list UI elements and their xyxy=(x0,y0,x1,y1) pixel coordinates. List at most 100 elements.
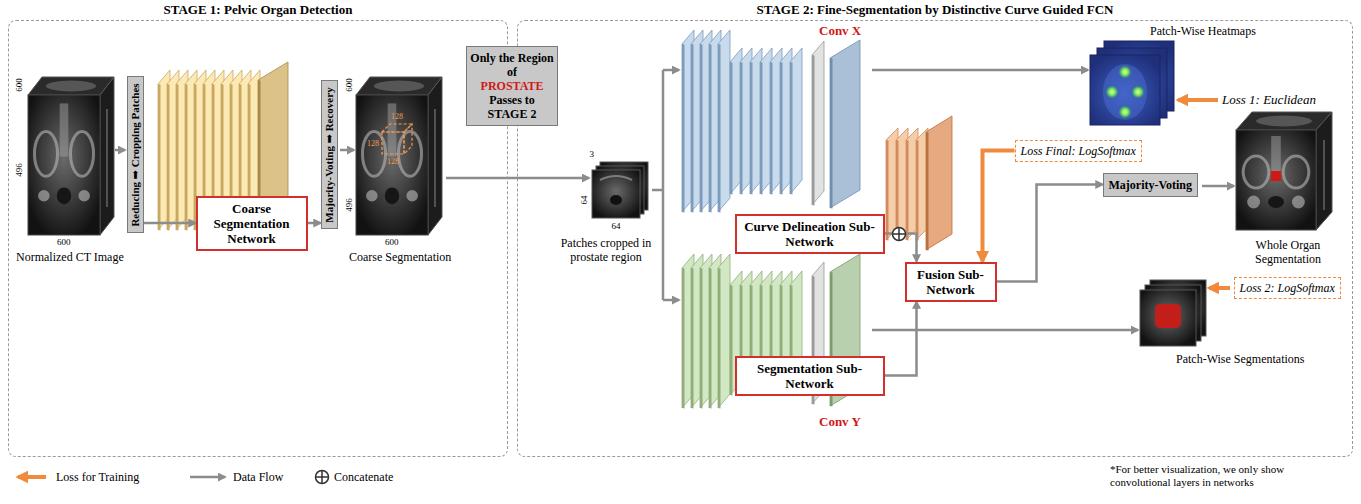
network-box: Segmentation Sub-Network xyxy=(735,356,885,396)
dimension-label: 600 xyxy=(385,237,399,247)
ct-side-face xyxy=(1316,112,1332,230)
seg-patch xyxy=(1140,290,1196,346)
network-box: Fusion Sub-Network xyxy=(905,262,997,302)
concat-circle xyxy=(893,228,906,241)
network-box: Coarse Segmentation Network xyxy=(196,196,308,251)
ct-top-face xyxy=(1236,112,1332,130)
box-label: Segmentation Sub-Network xyxy=(742,361,878,391)
loss-box: Loss 2: LogSoftmax xyxy=(1234,277,1341,299)
ct-top-face xyxy=(356,77,442,95)
split-line xyxy=(652,70,663,300)
conv-layer-edge xyxy=(718,44,721,213)
ct-front-face xyxy=(28,95,100,235)
dimension-label: 496 xyxy=(14,163,24,177)
ct-top-face xyxy=(28,77,114,95)
box-label: Coarse Segmentation Network xyxy=(203,201,301,246)
conv-layer-edge xyxy=(730,285,733,396)
conv-layer-edge xyxy=(682,44,685,213)
prostate-mask xyxy=(1271,171,1281,181)
conv-layer-edge xyxy=(812,55,815,206)
image-caption: Whole Organ Segmentation xyxy=(1238,238,1338,266)
conv-layer xyxy=(770,48,782,194)
conv-layer xyxy=(682,30,694,212)
conv-layer-edge xyxy=(682,268,685,409)
art-shape xyxy=(106,109,108,207)
conv-layer xyxy=(750,48,762,194)
image-caption: Patch-Wise Segmentations xyxy=(1176,352,1305,366)
note-box: Only the Region ofPROSTATEPasses to STAG… xyxy=(466,46,558,126)
conv-layer-edge xyxy=(780,62,783,195)
concat-cross xyxy=(316,471,329,484)
conv-layer-edge xyxy=(916,140,919,241)
layer-name: Conv Y xyxy=(819,414,861,429)
box-label: Majority-Voting xyxy=(1109,178,1193,192)
conv-layer xyxy=(896,128,908,240)
conv-layer-edge xyxy=(886,140,889,241)
ct-patch xyxy=(592,170,640,218)
process-box: Majority-Voting ➡ Recovery xyxy=(321,80,338,229)
loss-box: Loss Final: LogSoftmax xyxy=(1015,140,1142,162)
stage-title: STAGE 2: Fine-Segmentation by Distinctiv… xyxy=(478,2,1361,17)
art-shape xyxy=(1243,156,1269,188)
legend-text: Data Flow xyxy=(233,470,283,484)
box-label: Passes to STAGE 2 xyxy=(470,93,554,121)
conv-layer-edge xyxy=(700,268,703,409)
conv-layer-edge xyxy=(718,268,721,409)
legend-flow-sample xyxy=(190,476,225,479)
dimension-label: 3 xyxy=(590,149,595,159)
loss-label: Loss 1: Euclidean xyxy=(1222,92,1316,107)
legend-text: Concatenate xyxy=(334,470,393,484)
conv-layer-edge xyxy=(185,84,188,231)
highlight-word: PROSTATE xyxy=(470,79,554,93)
conv-layer-edge xyxy=(760,62,763,195)
heatmap-peak xyxy=(1117,64,1133,80)
roi-size-label: 128 xyxy=(367,139,379,148)
conv-layer-edge xyxy=(709,44,712,213)
art-shape xyxy=(385,187,399,204)
art-shape xyxy=(600,176,632,180)
conv-layer-edge xyxy=(167,84,170,231)
conv-layer-edge xyxy=(790,62,793,195)
data-flow-arrows xyxy=(115,70,1234,477)
image-caption: Patch-Wise Heatmaps xyxy=(1150,24,1256,38)
conv-layer-edge xyxy=(158,84,161,231)
art-shape xyxy=(406,190,418,202)
art-shape xyxy=(1268,196,1284,208)
box-label: Fusion Sub-Network xyxy=(912,267,990,297)
conv-layer xyxy=(780,48,792,194)
conv-layer xyxy=(926,116,952,250)
conv-layer xyxy=(691,254,703,408)
art-shape xyxy=(57,187,71,204)
art-shape xyxy=(70,131,93,176)
conv-layer xyxy=(700,254,712,408)
concat-cross xyxy=(893,228,906,241)
legend-concatenate-sample xyxy=(316,471,329,484)
dimension-label: 496 xyxy=(344,198,354,212)
seg-mask xyxy=(1155,304,1181,328)
conv-layer xyxy=(691,30,703,212)
conv-layer xyxy=(790,48,802,194)
roi-cube xyxy=(404,124,412,154)
flow-arrow xyxy=(872,69,1088,72)
loss-arrows xyxy=(18,100,1230,477)
loss-connector xyxy=(983,151,1015,262)
art-shape xyxy=(78,190,90,202)
footnote: *For better visualization, we only show … xyxy=(1110,463,1325,489)
loss-arrow xyxy=(1209,286,1230,290)
conv-layer xyxy=(730,48,742,194)
conv-layer xyxy=(167,70,179,230)
image-caption: Patches cropped in prostate region xyxy=(556,236,656,264)
conv-layer xyxy=(700,30,712,212)
box-label: Only the Region of xyxy=(470,51,554,79)
art-shape xyxy=(38,190,50,202)
art-shape xyxy=(34,131,57,176)
art-shape xyxy=(46,81,96,92)
art-shape xyxy=(374,81,424,92)
image-caption: Coarse Segmentation xyxy=(349,250,451,264)
network-box: Curve Delineation Sub-Network xyxy=(735,214,885,254)
conv-layer-edge xyxy=(830,58,833,209)
legend-loss-sample xyxy=(18,475,46,479)
art-shape xyxy=(388,103,397,156)
